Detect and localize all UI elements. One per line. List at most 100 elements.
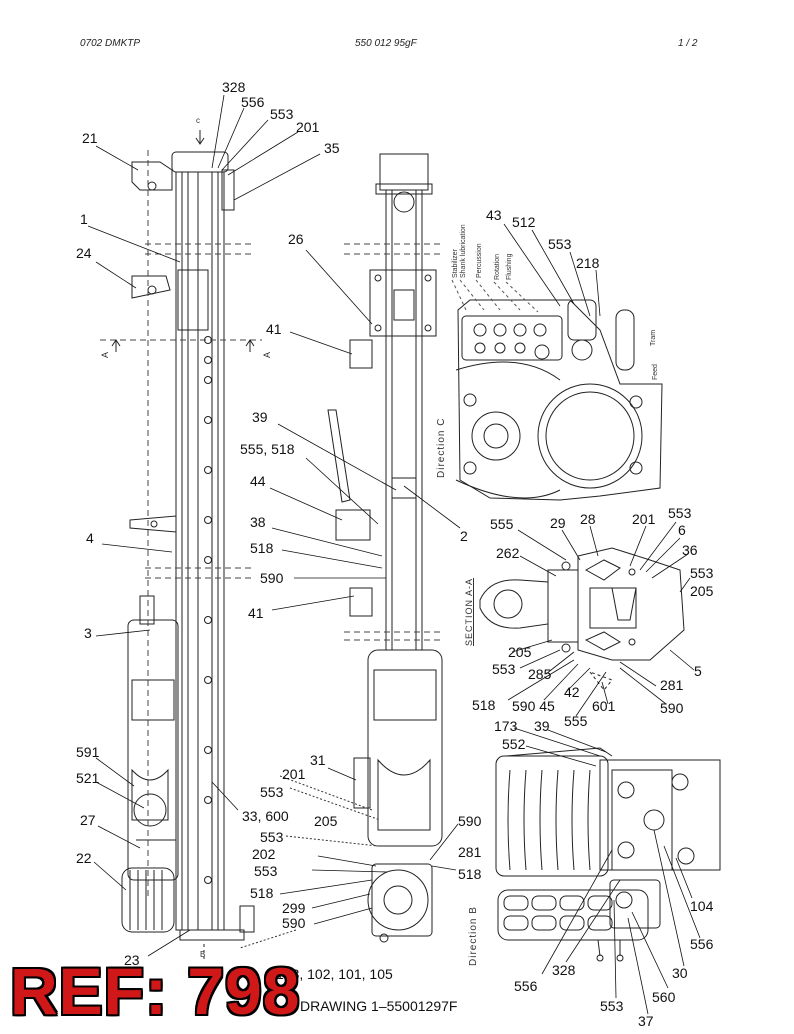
callout-104: 104: [690, 898, 714, 914]
callout-201b: 201: [282, 766, 306, 782]
section-a-a: [479, 547, 685, 691]
callout-202: 202: [252, 846, 276, 862]
callout-41a: 41: [266, 321, 282, 337]
hose-label-flushing: Flushing: [506, 253, 513, 280]
callout-556b: 556: [690, 936, 714, 952]
callout-553b: 553: [260, 784, 284, 800]
callout-43: 43: [486, 207, 502, 223]
direction-c-view: [455, 299, 663, 501]
callout-518d: 518: [472, 697, 496, 713]
direction-b-view: [495, 747, 721, 962]
callout-30: 30: [672, 965, 688, 981]
callout-201c: 201: [632, 511, 656, 527]
section-a-marker-right: A: [262, 351, 272, 358]
callout-5: 5: [694, 663, 702, 679]
callout-590a: 590: [260, 570, 284, 586]
view-c-arrow-label: c: [196, 116, 200, 125]
callout-24: 24: [76, 245, 92, 261]
callout-552: 552: [502, 736, 526, 752]
page-indicator: 1 / 2: [678, 38, 698, 49]
callout-518b: 518: [250, 885, 274, 901]
callout-590d: 590: [660, 700, 684, 716]
callout-36: 36: [682, 542, 698, 558]
callout-553g: 553: [690, 565, 714, 581]
callout-262: 262: [496, 545, 520, 561]
callout-23: 23: [124, 952, 140, 968]
callout-553f: 553: [668, 505, 692, 521]
callout-590-45: 590 45: [512, 698, 555, 714]
section-a-marker-left: A: [100, 351, 110, 358]
callout-205a: 205: [314, 813, 338, 829]
ref-stamp: REF: 798: [10, 954, 301, 1028]
callout-37: 37: [638, 1013, 654, 1029]
section-aa-label: SECTION A-A: [464, 577, 474, 646]
middle-feed-beam: [327, 153, 443, 943]
part-number: 550 012 95gF: [355, 38, 417, 49]
callout-38: 38: [250, 514, 266, 530]
callout-553: 553: [270, 106, 294, 122]
callout-518c: 518: [458, 866, 482, 882]
callout-2: 2: [460, 528, 468, 544]
callout-26: 26: [288, 231, 304, 247]
side-label-tram: Tram: [650, 329, 657, 346]
hose-label-stabilizer: Stabilizer: [452, 249, 459, 278]
side-label-feed: Feed: [652, 364, 659, 380]
callout-205c: 205: [508, 644, 532, 660]
callout-281b: 281: [660, 677, 684, 693]
callout-1: 1: [80, 211, 88, 227]
hose-label-rotation: Rotation: [494, 253, 501, 280]
callout-201: 201: [296, 119, 320, 135]
callout-591: 591: [76, 744, 100, 760]
callout-518a: 518: [250, 540, 274, 556]
callout-556c: 556: [514, 978, 538, 994]
callout-39: 39: [252, 409, 268, 425]
callout-553c: 553: [260, 829, 284, 845]
callout-29: 29: [550, 515, 566, 531]
callout-555b: 555: [564, 713, 588, 729]
callout-21: 21: [82, 130, 98, 146]
callout-328b: 328: [552, 962, 576, 978]
callout-299: 299: [282, 900, 306, 916]
callout-205b: 205: [690, 583, 714, 599]
callout-556: 556: [241, 94, 265, 110]
callout-6: 6: [678, 522, 686, 538]
hose-label-shank-lubrication: Shank lubrication: [460, 224, 467, 278]
callout-553e: 553: [548, 236, 572, 252]
left-feed-beam: [121, 151, 255, 960]
callout-555-518: 555, 518: [240, 441, 295, 457]
callout-328: 328: [222, 79, 246, 95]
callout-285: 285: [528, 666, 552, 682]
callout-512: 512: [512, 214, 536, 230]
callout-590c: 590: [458, 813, 482, 829]
view-b-arrow-label: B: [200, 950, 206, 959]
hose-label-percussion: Percussion: [476, 243, 483, 278]
direction-b-label: Direction B: [468, 906, 479, 966]
callout-bottom-list: 103, 102, 101, 105: [276, 966, 393, 982]
callout-281a: 281: [458, 844, 482, 860]
callout-173: 173: [494, 718, 518, 734]
callout-555: 555: [490, 516, 514, 532]
callout-42: 42: [564, 684, 580, 700]
callout-31: 31: [310, 752, 326, 768]
callout-553h: 553: [492, 661, 516, 677]
drawing-number: DRAWING 1–55001297F: [300, 998, 458, 1014]
callout-218: 218: [576, 255, 600, 271]
callout-553i: 553: [600, 998, 624, 1014]
callout-27: 27: [80, 812, 96, 828]
callout-3: 3: [84, 625, 92, 641]
callout-39b: 39: [534, 718, 550, 734]
callout-33-600: 33, 600: [242, 808, 289, 824]
callout-601: 601: [592, 698, 616, 714]
callout-22: 22: [76, 850, 92, 866]
callout-4: 4: [86, 530, 94, 546]
callout-521: 521: [76, 770, 100, 786]
callout-553d: 553: [254, 863, 278, 879]
callout-28: 28: [580, 511, 596, 527]
callout-41b: 41: [248, 605, 264, 621]
callout-560: 560: [652, 989, 676, 1005]
doc-code: 0702 DMKTP: [80, 38, 141, 49]
callout-44: 44: [250, 473, 266, 489]
direction-c-label: Direction C: [436, 417, 447, 478]
callout-590b: 590: [282, 915, 306, 931]
